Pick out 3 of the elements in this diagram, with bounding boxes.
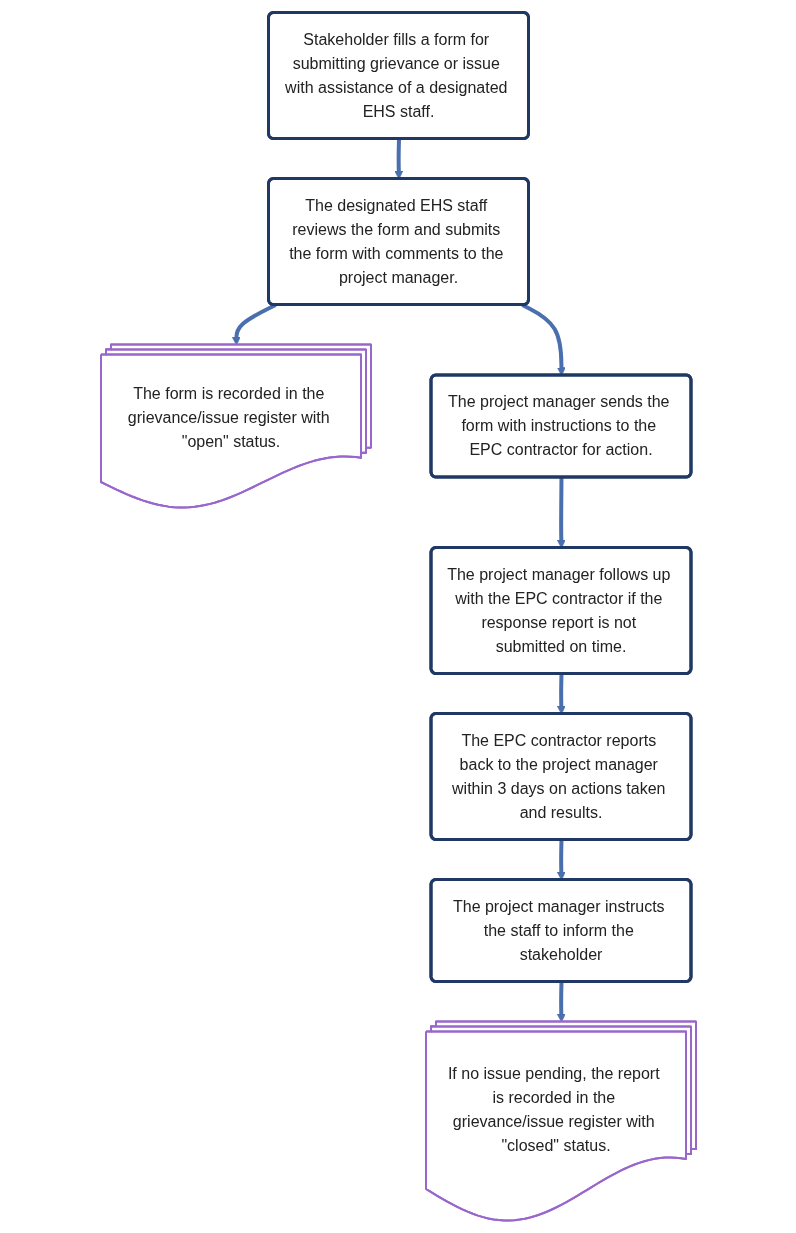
arrow (520, 303, 566, 376)
node-text: The designated EHS staff reviews the form and submits the form with comments to the project manager. (288, 196, 503, 286)
node-text: Stakeholder fills a form for submitting grievance or issue with assistance of a designated EHS staff. (284, 30, 507, 120)
